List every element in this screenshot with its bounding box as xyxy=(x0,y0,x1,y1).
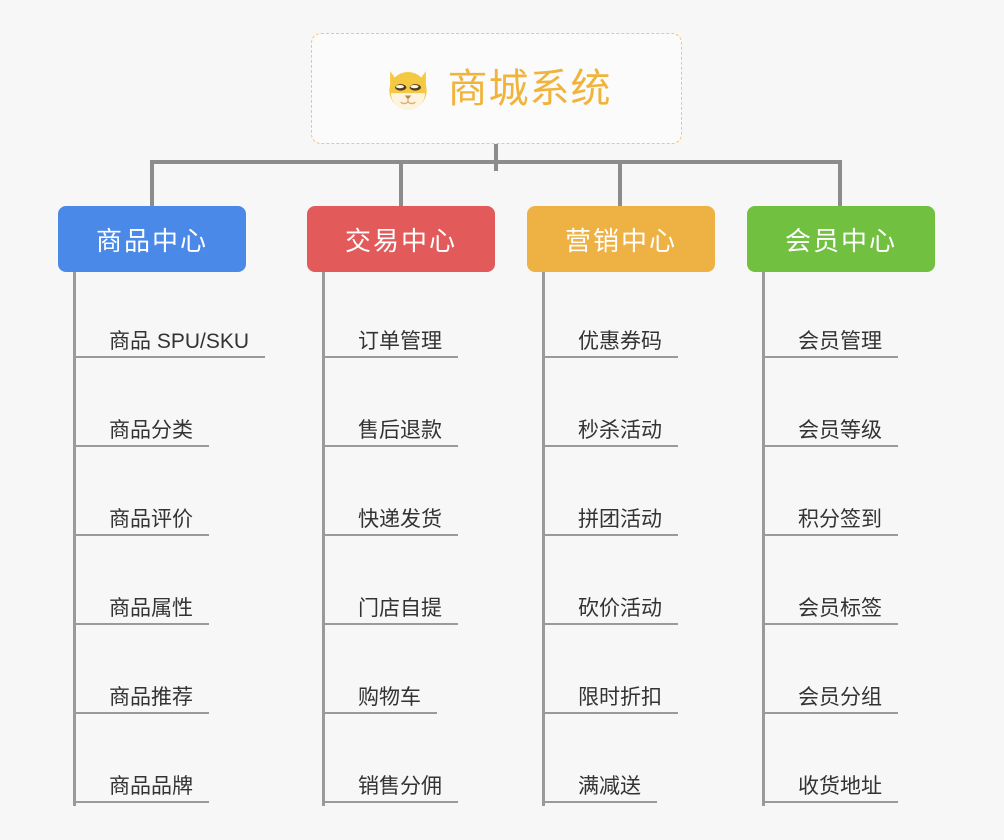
leaf-label: 购物车 xyxy=(358,686,437,714)
leaf-item[interactable]: 商品评价 xyxy=(76,450,246,539)
root-node[interactable]: 商城系统 xyxy=(311,33,682,144)
leaf-label: 订单管理 xyxy=(358,330,458,358)
leaf-label: 限时折扣 xyxy=(578,686,678,714)
leaf-item[interactable]: 秒杀活动 xyxy=(545,361,715,450)
leaf-label: 会员分组 xyxy=(798,686,898,714)
leaf-list-product-center: 商品 SPU/SKU 商品分类 商品评价 商品属性 商品推荐 商品品牌 xyxy=(73,272,266,806)
leaf-item[interactable]: 会员等级 xyxy=(765,361,935,450)
leaf-label: 会员管理 xyxy=(798,330,898,358)
connector-drop-trade-center xyxy=(399,160,403,208)
leaf-label: 优惠券码 xyxy=(578,330,678,358)
column-trade-center: 交易中心 订单管理 售后退款 快递发货 门店自提 购物车 销售分佣 xyxy=(307,206,495,806)
leaf-item[interactable]: 收货地址 xyxy=(765,717,935,806)
leaf-item[interactable]: 会员分组 xyxy=(765,628,935,717)
connector-bar xyxy=(150,160,842,164)
leaf-label: 快递发货 xyxy=(358,508,458,536)
leaf-item[interactable]: 销售分佣 xyxy=(325,717,495,806)
leaf-label: 商品分类 xyxy=(109,419,209,447)
leaf-item[interactable]: 订单管理 xyxy=(325,272,495,361)
leaf-label: 商品品牌 xyxy=(109,775,209,803)
leaf-item[interactable]: 优惠券码 xyxy=(545,272,715,361)
leaf-list-member-center: 会员管理 会员等级 积分签到 会员标签 会员分组 收货地址 xyxy=(762,272,935,806)
connector-drop-product-center xyxy=(150,160,154,208)
leaf-label: 收货地址 xyxy=(798,775,898,803)
category-header-label: 会员中心 xyxy=(784,225,897,256)
category-header-label: 商品中心 xyxy=(95,225,208,256)
column-product-center: 商品中心 商品 SPU/SKU 商品分类 商品评价 商品属性 商品推荐 商品品牌 xyxy=(58,206,266,806)
leaf-item[interactable]: 限时折扣 xyxy=(545,628,715,717)
leaf-item[interactable]: 会员管理 xyxy=(765,272,935,361)
leaf-label: 商品评价 xyxy=(109,508,209,536)
category-header-marketing-center[interactable]: 营销中心 xyxy=(527,206,715,272)
leaf-item[interactable]: 商品 SPU/SKU xyxy=(76,272,266,361)
leaf-label: 秒杀活动 xyxy=(578,419,678,447)
category-header-trade-center[interactable]: 交易中心 xyxy=(307,206,495,272)
leaf-list-trade-center: 订单管理 售后退款 快递发货 门店自提 购物车 销售分佣 xyxy=(322,272,495,806)
leaf-label: 会员标签 xyxy=(798,597,898,625)
category-header-member-center[interactable]: 会员中心 xyxy=(747,206,935,272)
leaf-label: 会员等级 xyxy=(798,419,898,447)
leaf-label: 商品推荐 xyxy=(109,686,209,714)
column-marketing-center: 营销中心 优惠券码 秒杀活动 拼团活动 砍价活动 限时折扣 满减送 xyxy=(527,206,715,806)
shiba-dog-icon xyxy=(382,63,434,115)
leaf-item[interactable]: 商品属性 xyxy=(76,539,246,628)
leaf-label: 商品 SPU/SKU xyxy=(109,330,266,358)
leaf-item[interactable]: 购物车 xyxy=(325,628,495,717)
connector-stem xyxy=(494,144,498,171)
leaf-item[interactable]: 售后退款 xyxy=(325,361,495,450)
leaf-item[interactable]: 积分签到 xyxy=(765,450,935,539)
leaf-label: 销售分佣 xyxy=(358,775,458,803)
leaf-item[interactable]: 砍价活动 xyxy=(545,539,715,628)
leaf-item[interactable]: 商品推荐 xyxy=(76,628,246,717)
leaf-label: 售后退款 xyxy=(358,419,458,447)
root-node-content: 商城系统 xyxy=(382,63,612,115)
leaf-item[interactable]: 商品品牌 xyxy=(76,717,246,806)
category-header-label: 交易中心 xyxy=(344,225,457,256)
leaf-item[interactable]: 商品分类 xyxy=(76,361,246,450)
connector-drop-marketing-center xyxy=(618,160,622,208)
column-member-center: 会员中心 会员管理 会员等级 积分签到 会员标签 会员分组 收货地址 xyxy=(747,206,935,806)
leaf-list-marketing-center: 优惠券码 秒杀活动 拼团活动 砍价活动 限时折扣 满减送 xyxy=(542,272,715,806)
leaf-label: 商品属性 xyxy=(109,597,209,625)
leaf-item[interactable]: 拼团活动 xyxy=(545,450,715,539)
leaf-label: 拼团活动 xyxy=(578,508,678,536)
leaf-item[interactable]: 满减送 xyxy=(545,717,715,806)
leaf-label: 门店自提 xyxy=(358,597,458,625)
category-header-label: 营销中心 xyxy=(564,225,677,256)
leaf-label: 砍价活动 xyxy=(578,597,678,625)
root-title: 商城系统 xyxy=(447,66,612,111)
connector-drop-member-center xyxy=(838,160,842,208)
leaf-label: 满减送 xyxy=(578,775,657,803)
leaf-label: 积分签到 xyxy=(798,508,898,536)
leaf-item[interactable]: 快递发货 xyxy=(325,450,495,539)
leaf-item[interactable]: 门店自提 xyxy=(325,539,495,628)
leaf-item[interactable]: 会员标签 xyxy=(765,539,935,628)
category-header-product-center[interactable]: 商品中心 xyxy=(58,206,246,272)
